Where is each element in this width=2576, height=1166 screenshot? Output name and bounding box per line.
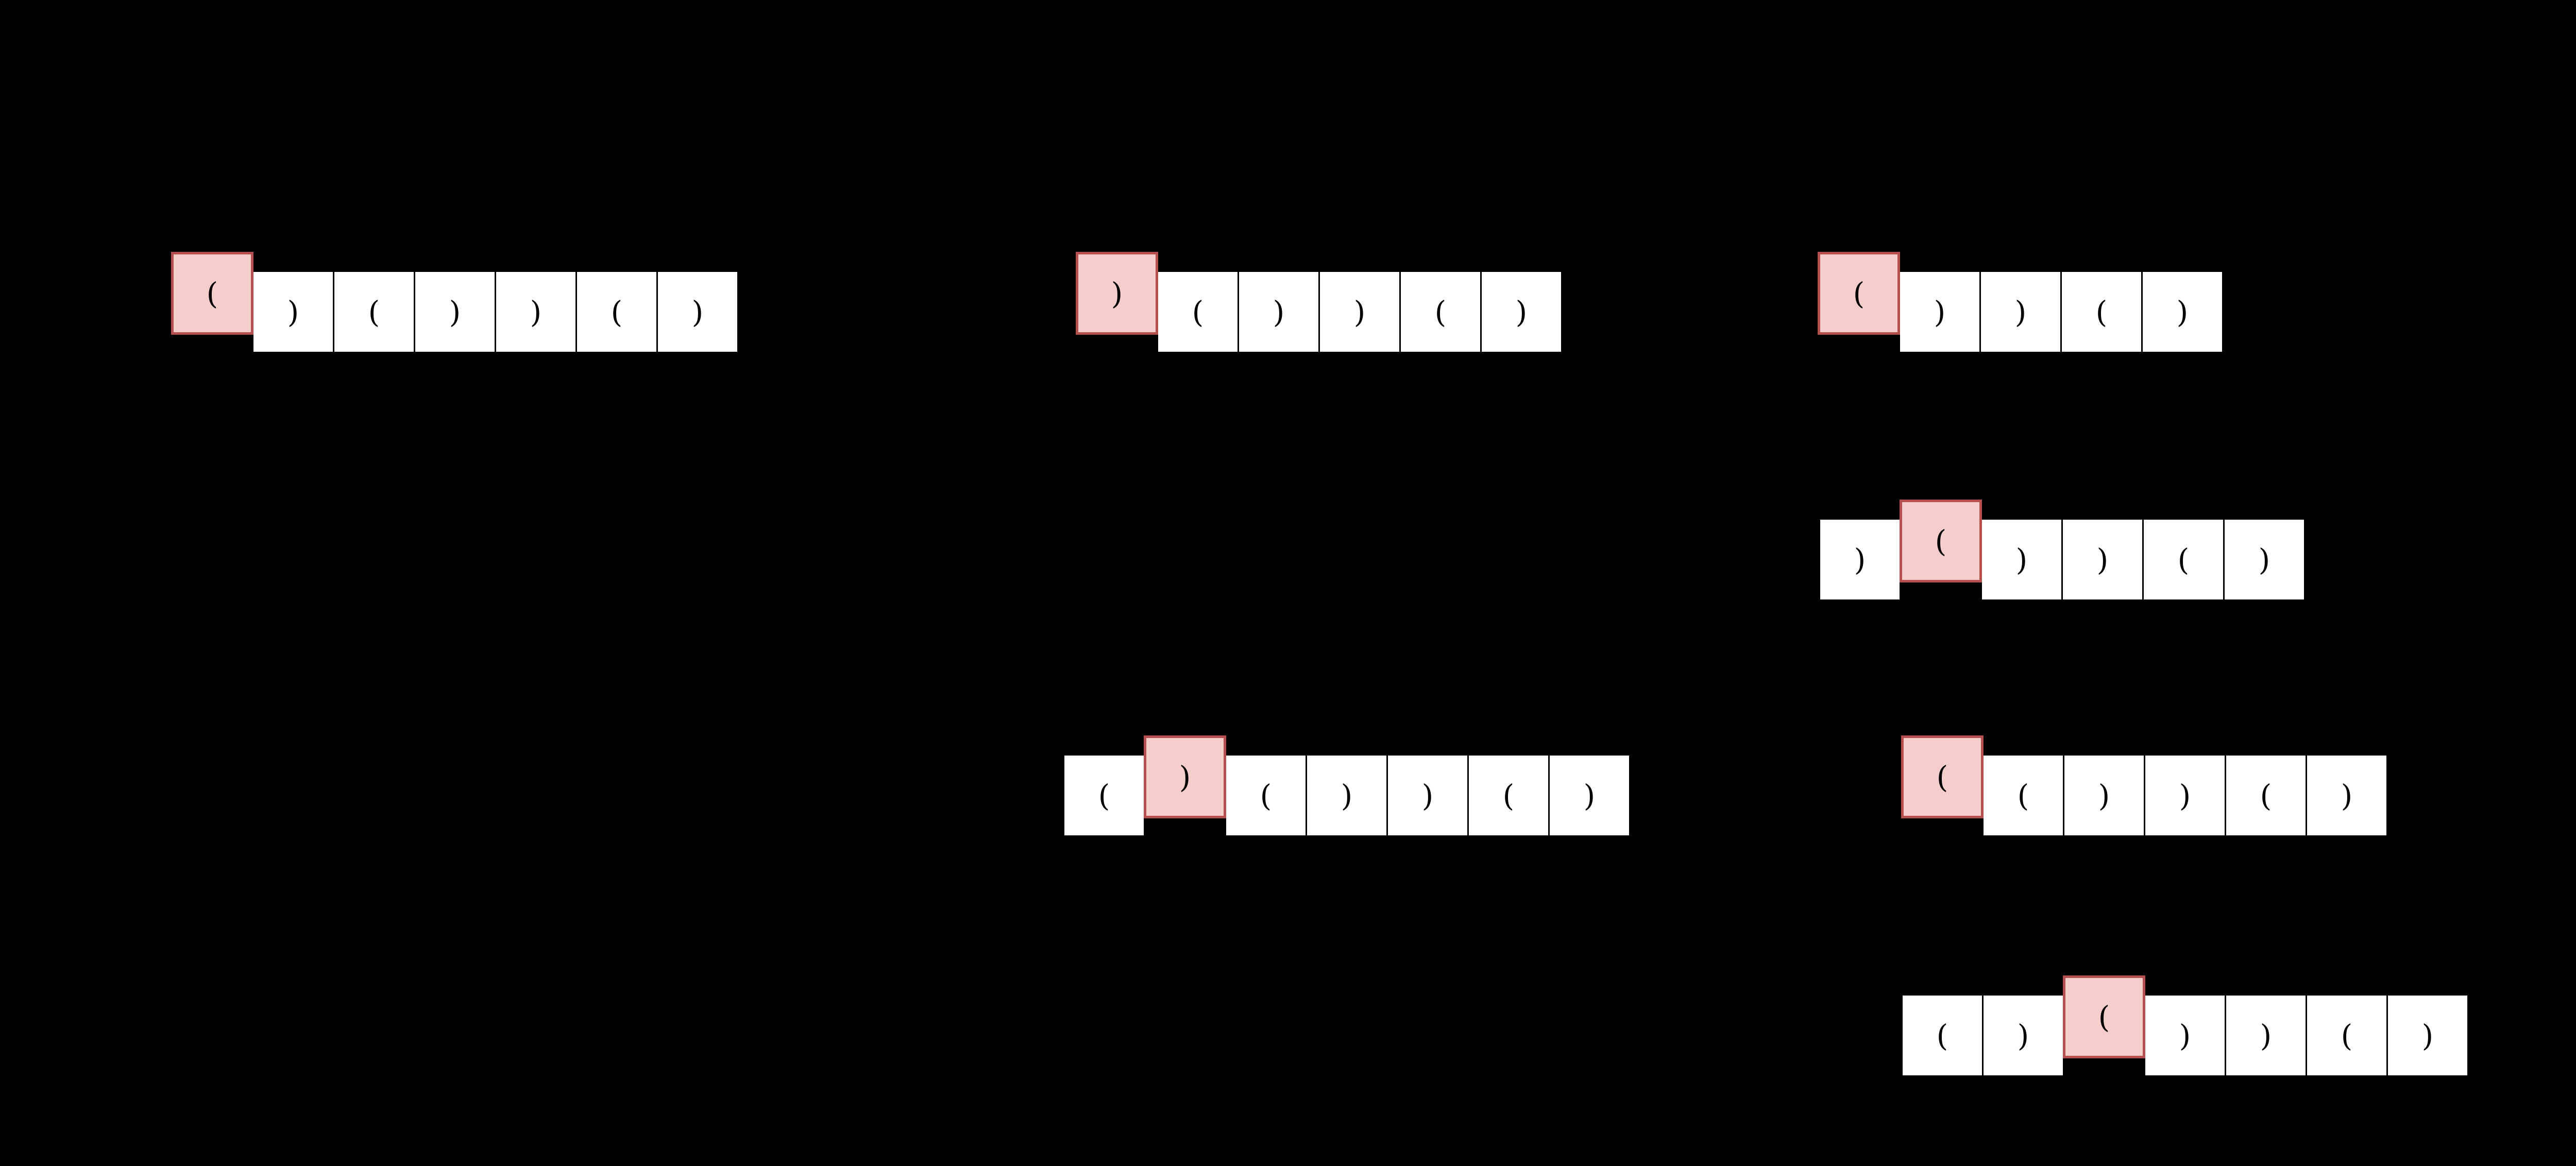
paren-cell[interactable]: ( [1901, 994, 1984, 1077]
paren-sequence-row: ())() [1818, 252, 2224, 353]
paren-cell-highlighted[interactable]: ( [1900, 500, 1982, 582]
paren-cell[interactable]: ) [1979, 270, 2062, 353]
paren-cell[interactable]: ) [2141, 270, 2224, 353]
paren-sequence-row: ()())() [171, 252, 739, 353]
paren-cell[interactable]: ( [1157, 270, 1239, 353]
paren-cell-highlighted[interactable]: ( [2063, 975, 2145, 1058]
paren-cell-highlighted[interactable]: ) [1076, 252, 1158, 335]
paren-sequence-row: (())() [1901, 735, 2388, 837]
paren-cell[interactable]: ) [2144, 994, 2226, 1077]
paren-cell-highlighted[interactable]: ( [1901, 735, 1984, 818]
paren-cell[interactable]: ( [575, 270, 658, 353]
paren-sequence-row: ()())() [1901, 975, 2469, 1077]
paren-cell[interactable]: ( [2225, 754, 2307, 837]
paren-sequence-row: )())() [1076, 252, 1563, 353]
paren-cell[interactable]: ) [414, 270, 496, 353]
paren-cell[interactable]: ) [1982, 994, 2064, 1077]
paren-cell-highlighted[interactable]: ( [171, 252, 253, 335]
paren-cell[interactable]: ) [1306, 754, 1388, 837]
paren-cell[interactable]: ) [1980, 518, 2063, 601]
paren-cell[interactable]: ( [1467, 754, 1550, 837]
paren-sequence-row: ()())() [1063, 735, 1631, 837]
paren-cell[interactable]: ) [656, 270, 739, 353]
paren-cell[interactable]: ( [1225, 754, 1307, 837]
paren-cell[interactable]: ) [2223, 518, 2306, 601]
paren-cell[interactable]: ) [2306, 754, 2388, 837]
paren-cell-highlighted[interactable]: ) [1144, 735, 1226, 818]
paren-cell[interactable]: ) [2386, 994, 2469, 1077]
paren-cell[interactable]: ( [2060, 270, 2143, 353]
paren-cell[interactable]: ( [2306, 994, 2388, 1077]
paren-cell[interactable]: ) [1480, 270, 1563, 353]
paren-cell[interactable]: ) [1238, 270, 1320, 353]
paren-cell[interactable]: ) [1318, 270, 1401, 353]
paren-cell[interactable]: ( [333, 270, 415, 353]
paren-cell[interactable]: ) [252, 270, 334, 353]
paren-cell[interactable]: ( [1399, 270, 1482, 353]
paren-cell[interactable]: ) [495, 270, 577, 353]
paren-cell[interactable]: ) [2063, 754, 2145, 837]
paren-cell[interactable]: ( [1982, 754, 2064, 837]
paren-cell[interactable]: ( [2142, 518, 2225, 601]
paren-cell[interactable]: ) [2061, 518, 2144, 601]
paren-cell-highlighted[interactable]: ( [1818, 252, 1900, 335]
paren-cell[interactable]: ) [1899, 270, 1981, 353]
paren-cell[interactable]: ) [2225, 994, 2307, 1077]
paren-sequence-row: )())() [1819, 500, 2306, 601]
paren-cell[interactable]: ) [2144, 754, 2226, 837]
paren-cell[interactable]: ) [1386, 754, 1469, 837]
paren-cell[interactable]: ) [1548, 754, 1631, 837]
paren-cell[interactable]: ( [1063, 754, 1145, 837]
paren-cell[interactable]: ) [1819, 518, 1901, 601]
